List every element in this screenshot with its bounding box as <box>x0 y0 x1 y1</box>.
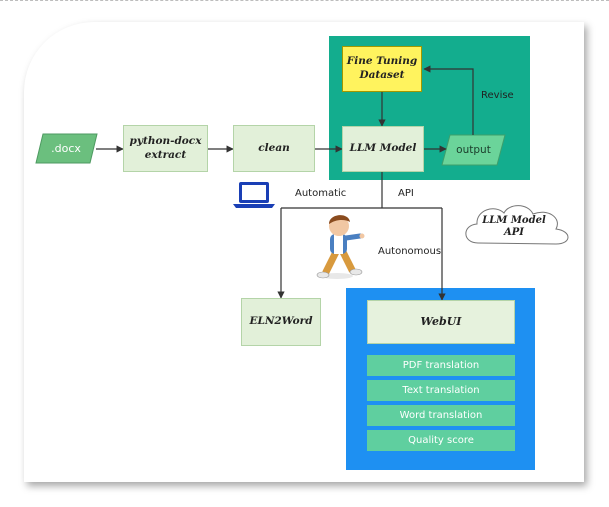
label-api: API <box>398 188 414 199</box>
node-python-docx-extract: python-docx extract <box>123 125 208 172</box>
docx-shape <box>35 133 98 164</box>
node-fine-tuning-dataset: Fine Tuning Dataset <box>342 46 422 92</box>
node-eln2word-label: ELN2Word <box>249 315 313 328</box>
node-extract-label: python-docx extract <box>129 135 202 161</box>
node-clean: clean <box>233 125 315 172</box>
feature-label: Word translation <box>399 410 483 421</box>
label-revise: Revise <box>481 90 514 101</box>
node-docx-label: .docx <box>51 142 81 155</box>
feature-label: Quality score <box>408 435 474 446</box>
node-llm-model-api: LLM Model API <box>470 212 558 242</box>
feature-text-translation: Text translation <box>367 380 515 401</box>
label-autonomous: Autonomous <box>378 246 442 257</box>
feature-word-translation: Word translation <box>367 405 515 426</box>
node-llm-model: LLM Model <box>342 126 424 172</box>
feature-label: Text translation <box>402 385 480 396</box>
node-webui: WebUI <box>367 300 515 344</box>
node-output: output <box>442 135 505 165</box>
label-automatic: Automatic <box>295 188 347 199</box>
node-llm-label: LLM Model <box>349 142 417 155</box>
node-docx: .docx <box>36 134 96 163</box>
node-clean-label: clean <box>258 141 290 154</box>
laptop-icon <box>233 182 275 208</box>
node-eln2word: ELN2Word <box>241 298 321 346</box>
node-cloud-label: LLM Model API <box>482 214 546 239</box>
feature-quality-score: Quality score <box>367 430 515 451</box>
node-output-label: output <box>456 144 491 156</box>
edge-revise <box>423 65 474 135</box>
node-webui-label: WebUI <box>420 315 462 329</box>
node-fine-tuning-label: Fine Tuning Dataset <box>346 55 418 81</box>
feature-label: PDF translation <box>402 360 480 371</box>
top-dashed-rule <box>0 0 609 3</box>
output-shape <box>441 134 506 166</box>
cartoon-person-icon <box>316 215 365 279</box>
feature-pdf-translation: PDF translation <box>367 355 515 376</box>
cloud-icon <box>465 205 569 245</box>
